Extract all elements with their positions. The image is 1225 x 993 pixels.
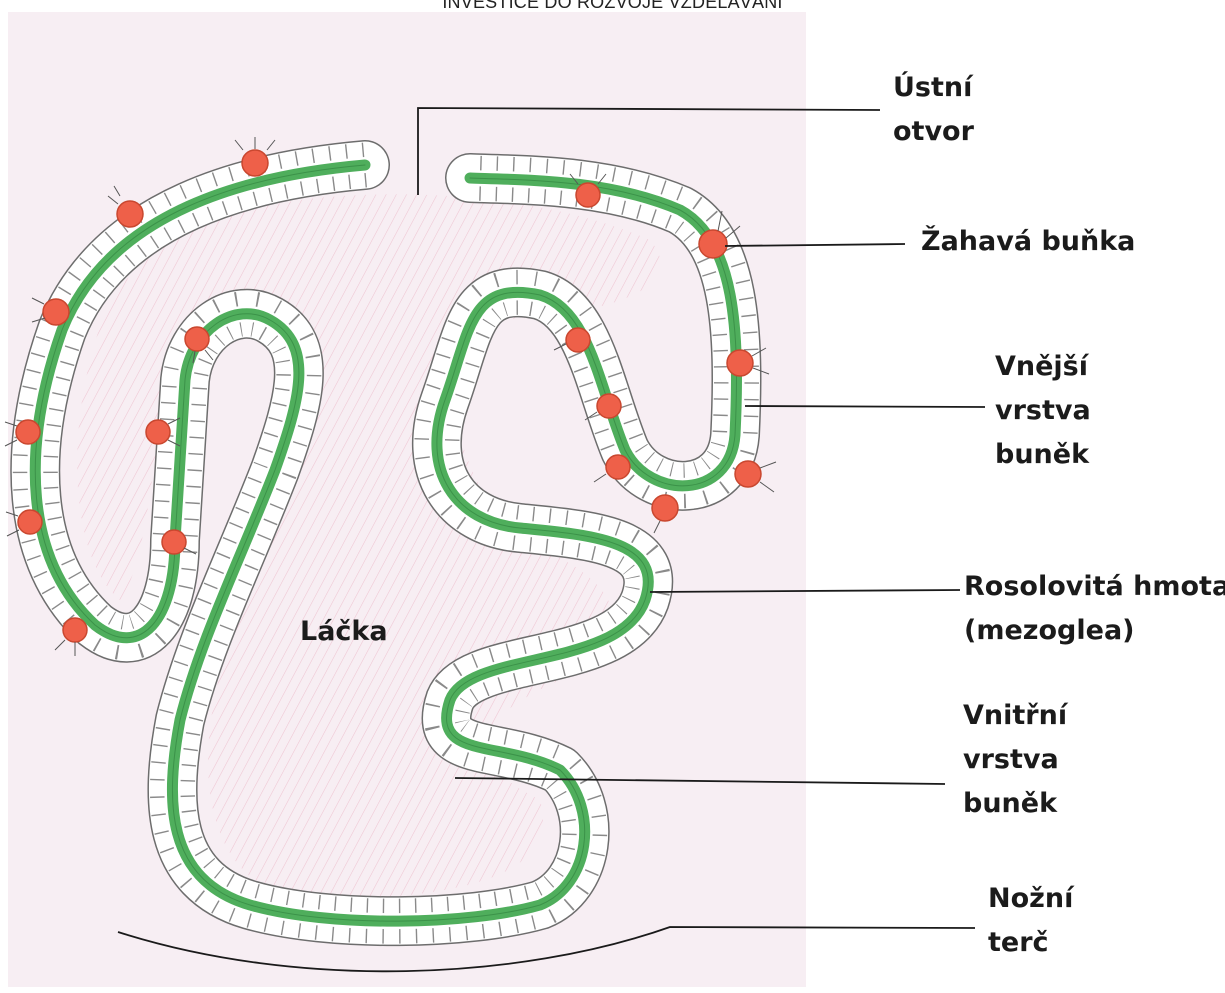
label-mesoglea: Rosolovitá hmota (mezoglea) xyxy=(964,565,1225,653)
label-line: vrstva xyxy=(963,738,1067,782)
label-line: vrstva xyxy=(995,389,1091,433)
label-cavity: Láčka xyxy=(300,610,388,654)
label-line: Nožní xyxy=(988,877,1073,921)
outer-layer-leader xyxy=(745,406,985,407)
label-line: terč xyxy=(988,921,1073,965)
label-line: otvor xyxy=(893,110,974,154)
label-line: Rosolovitá hmota xyxy=(964,565,1225,609)
label-line: Láčka xyxy=(300,610,388,654)
label-outer-layer: Vnější vrstva buněk xyxy=(995,345,1091,477)
label-line: buněk xyxy=(995,433,1091,477)
label-mouth: Ústní otvor xyxy=(893,66,974,154)
label-line: Ústní xyxy=(893,66,974,110)
label-inner-layer: Vnitřní vrstva buněk xyxy=(963,694,1067,826)
label-foot: Nožní terč xyxy=(988,877,1073,965)
label-line: Vnější xyxy=(995,345,1091,389)
label-line: buněk xyxy=(963,782,1067,826)
label-cnidocyte: Žahavá buňka xyxy=(921,220,1135,264)
label-line: Žahavá buňka xyxy=(921,220,1135,264)
page-header: INVESTICE DO ROZVOJE VZDĚLÁVÁNÍ xyxy=(0,0,1225,13)
label-line: Vnitřní xyxy=(963,694,1067,738)
label-line: (mezoglea) xyxy=(964,609,1225,653)
